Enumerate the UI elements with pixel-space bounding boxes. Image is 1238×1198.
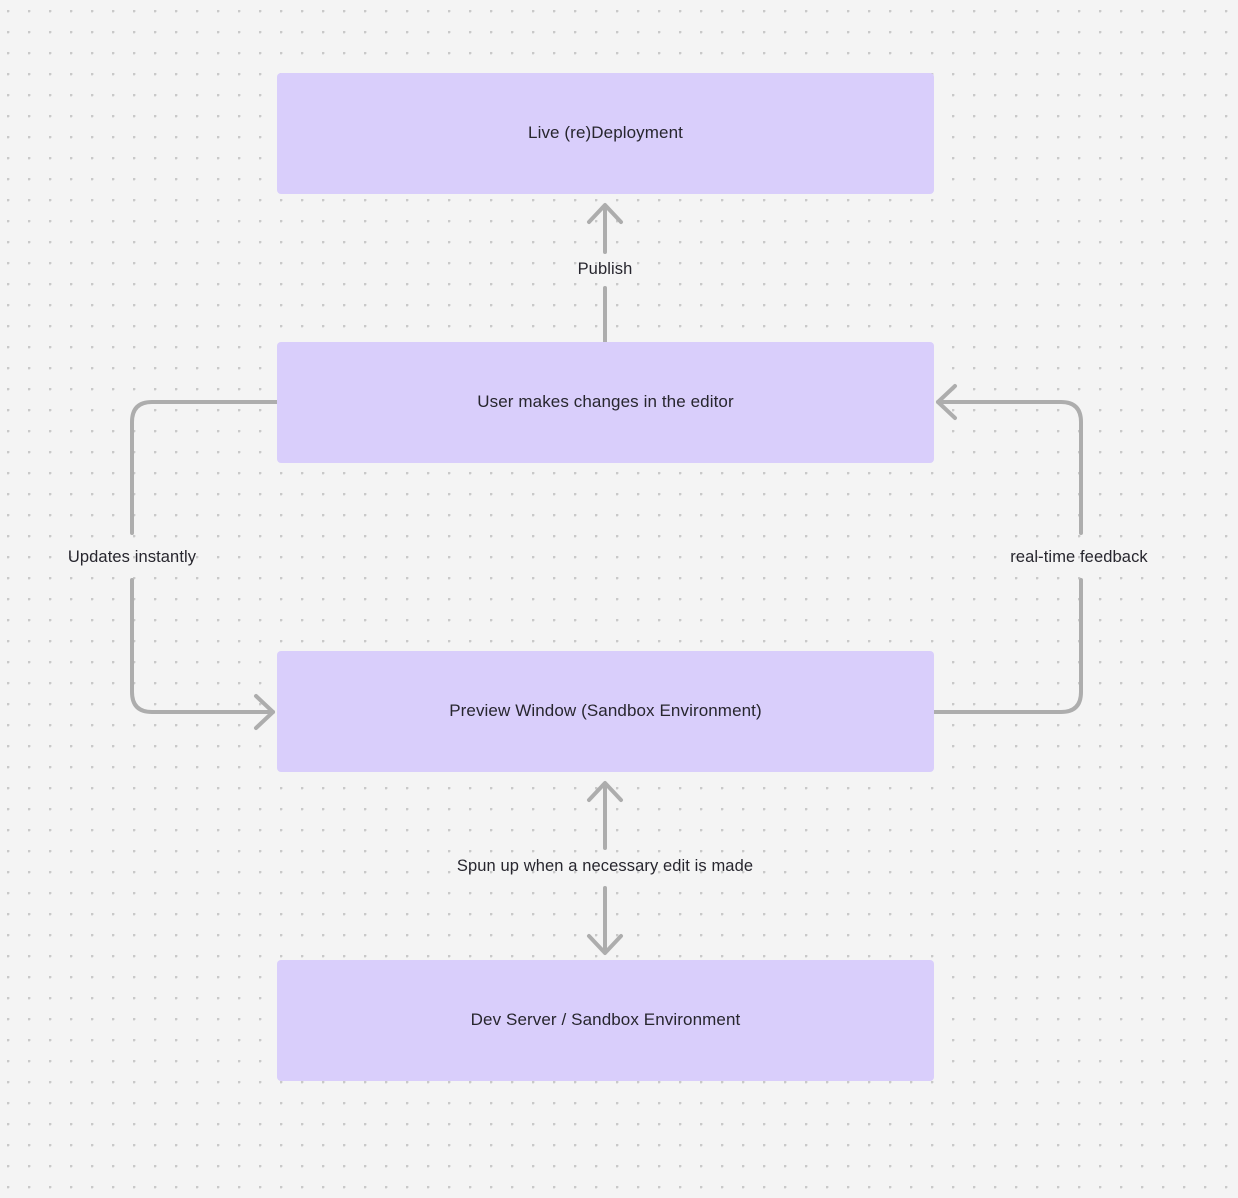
node-label: User makes changes in the editor xyxy=(477,392,734,412)
node-label: Live (re)Deployment xyxy=(528,123,683,143)
node-live-deployment[interactable]: Live (re)Deployment xyxy=(277,73,934,194)
edge-label-spun-up: Spun up when a necessary edit is made xyxy=(456,857,754,875)
node-label: Preview Window (Sandbox Environment) xyxy=(449,701,762,721)
edge-label-real-time-feedback: real-time feedback xyxy=(1010,548,1148,566)
edge-label-updates-instantly: Updates instantly xyxy=(67,548,197,566)
node-dev-server[interactable]: Dev Server / Sandbox Environment xyxy=(277,960,934,1081)
edge-label-publish: Publish xyxy=(577,260,633,278)
node-preview-window[interactable]: Preview Window (Sandbox Environment) xyxy=(277,651,934,772)
node-user-edits[interactable]: User makes changes in the editor xyxy=(277,342,934,463)
node-label: Dev Server / Sandbox Environment xyxy=(470,1010,741,1030)
